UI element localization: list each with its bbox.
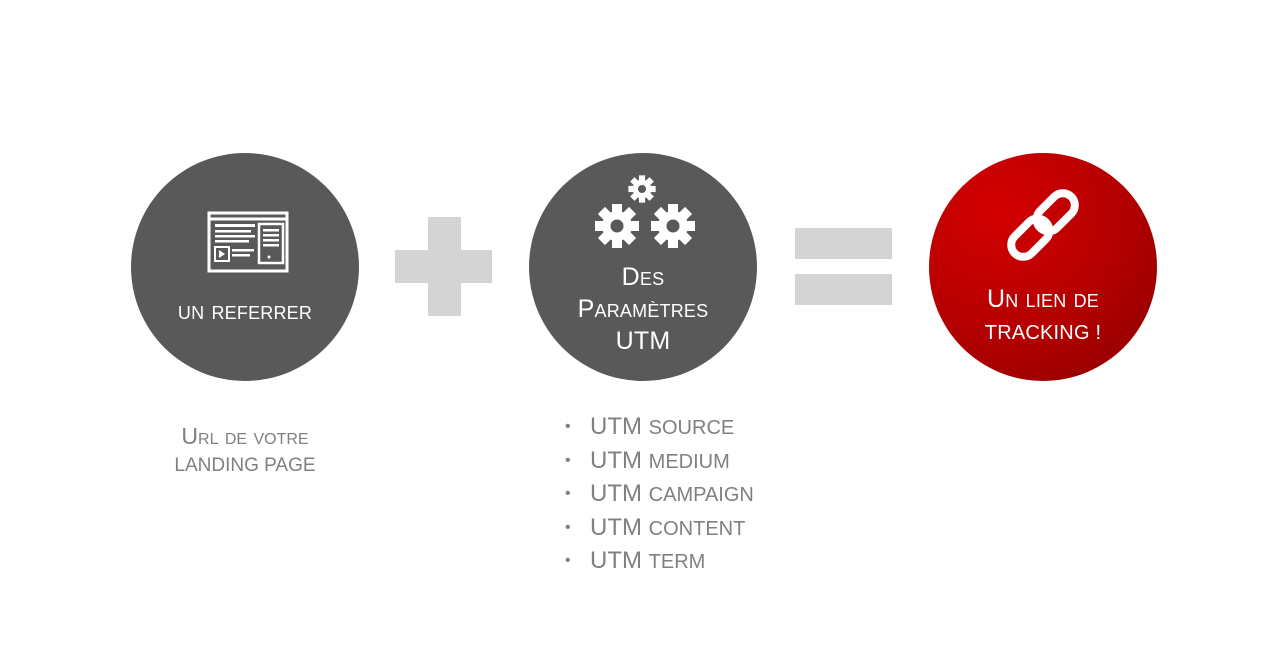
bullet-icon: •: [565, 451, 571, 469]
utm-param-name: campaign: [648, 484, 754, 506]
bullet-icon: •: [565, 552, 571, 569]
utm-param-name: term: [648, 551, 706, 573]
utm-label-line2: paramètres: [577, 295, 709, 323]
referrer-circle: Un referrer: [131, 153, 359, 381]
utm-label-line1: Des: [621, 263, 665, 291]
utm-prefix: UTM: [590, 413, 642, 440]
list-item: • UTM content: [565, 511, 754, 545]
utm-param-name: content: [648, 517, 746, 540]
utm-prefix: UTM: [590, 446, 642, 474]
equals-operator-top: [795, 228, 892, 259]
utm-param-list: • UTM source • UTM medium • UTM campaign • U…: [565, 410, 754, 578]
referrer-caption: Url de votre landing page: [131, 421, 359, 481]
referrer-caption-line2: landing page: [174, 455, 316, 476]
gears-icon: [595, 175, 695, 248]
utm-prefix: UTM: [590, 513, 642, 541]
list-item: • UTM term: [565, 544, 754, 578]
list-item: • UTM medium: [565, 444, 754, 478]
list-item: • UTM campaign: [565, 477, 754, 511]
result-label-line1: Un lien de: [987, 285, 1099, 313]
list-item: • UTM source: [565, 410, 754, 444]
referrer-caption-line1: Url de votre: [181, 423, 309, 449]
utm-circle: Des paramètres UTM: [529, 153, 757, 381]
chain-link-icon: [1007, 189, 1079, 261]
bullet-icon: •: [565, 485, 571, 502]
utm-label-line3: UTM: [615, 327, 671, 355]
utm-param-name: medium: [648, 450, 730, 473]
utm-param-name: source: [648, 417, 735, 439]
browser-window-icon: [207, 211, 289, 273]
tracking-link-circle: Un lien de tracking !: [929, 153, 1157, 381]
utm-prefix: UTM: [590, 480, 642, 507]
utm-prefix: UTM: [590, 547, 642, 574]
equals-operator-bottom: [795, 274, 892, 305]
referrer-label: Un referrer: [177, 297, 313, 325]
bullet-icon: •: [565, 518, 571, 536]
bullet-icon: •: [565, 418, 571, 435]
plus-operator-vertical: [428, 217, 461, 316]
result-label-line2: tracking !: [984, 322, 1102, 344]
